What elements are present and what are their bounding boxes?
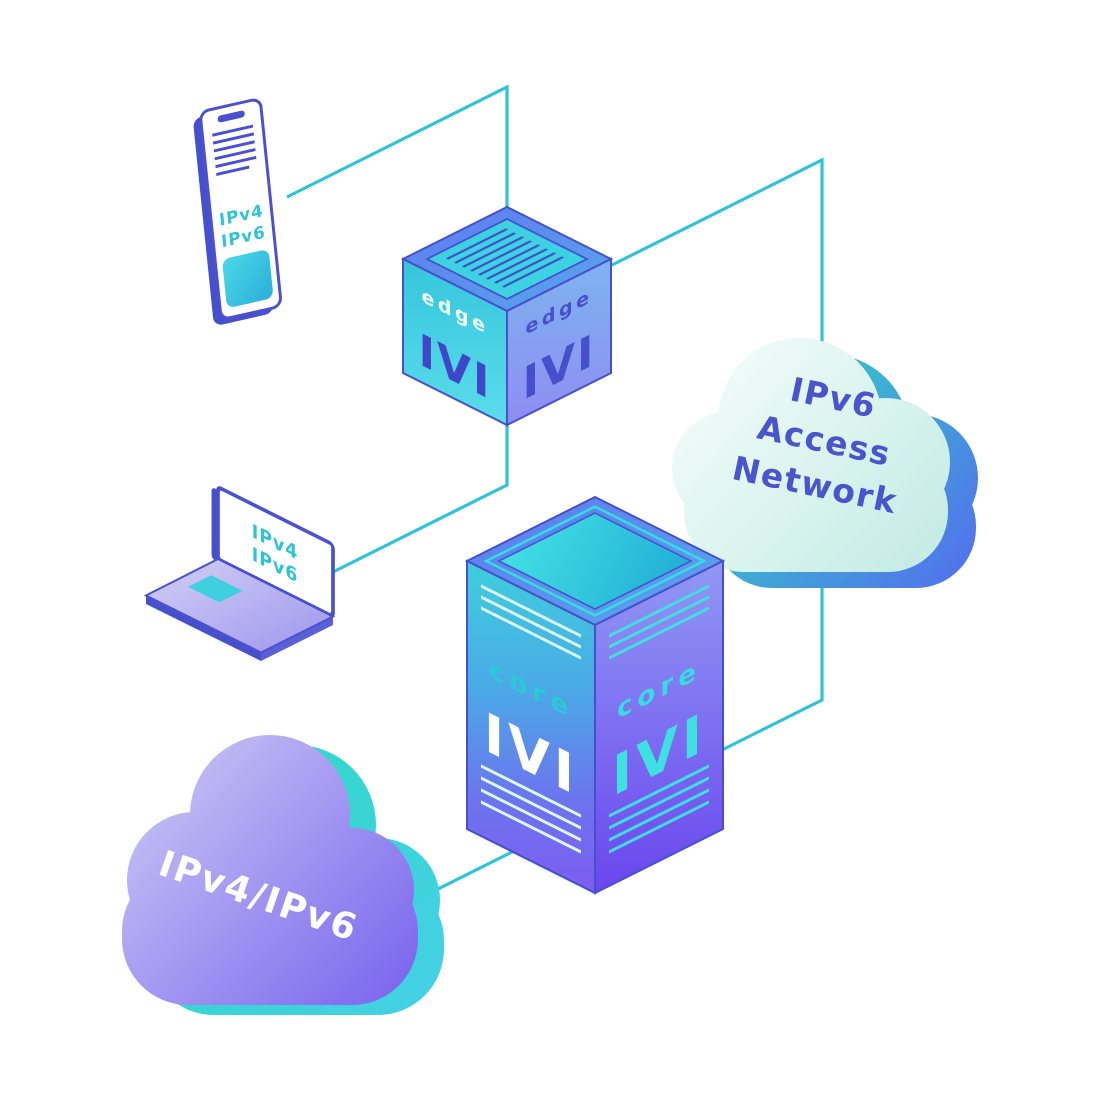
core-router-right-top-slots [609, 584, 709, 660]
laptop: IPv4 IPv6 [143, 486, 336, 661]
smartphone: IPv4 IPv6 [193, 98, 282, 325]
core-router-top-trim [483, 505, 707, 617]
laptop-trackpad [188, 575, 243, 603]
access-network-cloud: IPv6 Access Network [672, 338, 978, 588]
edge-router-vent-lines [445, 228, 565, 288]
phone-speaker-icon [217, 110, 245, 123]
laptop-base [143, 557, 336, 654]
connection-line-edge-laptop [329, 418, 509, 575]
core-router: core IVI core IVI [464, 495, 726, 895]
core-router-top-panel [497, 512, 693, 610]
core-router-left-bottom-slots [481, 764, 581, 854]
laptop-base-right-edge [261, 616, 333, 661]
access-cloud-body [672, 338, 950, 572]
edge-router-right-face [506, 257, 612, 427]
access-cloud-base [684, 450, 948, 572]
laptop-base-front-edge [146, 595, 261, 661]
transit-cloud: IPv4/IPv6 [122, 735, 444, 1015]
phone-app-panel [222, 250, 273, 307]
edge-router: edge IVI edge IVI [400, 205, 614, 427]
core-router-left-top-slots [481, 584, 581, 660]
core-router-right-bottom-slots [609, 764, 709, 854]
phone-screen-text-lines [212, 124, 257, 176]
edge-router-vent-panel [425, 218, 589, 300]
edge-router-vent [425, 218, 589, 300]
transit-cloud-body [122, 735, 418, 1005]
transit-cloud-base [122, 865, 418, 1005]
connection-line-phone-edge [286, 84, 509, 260]
